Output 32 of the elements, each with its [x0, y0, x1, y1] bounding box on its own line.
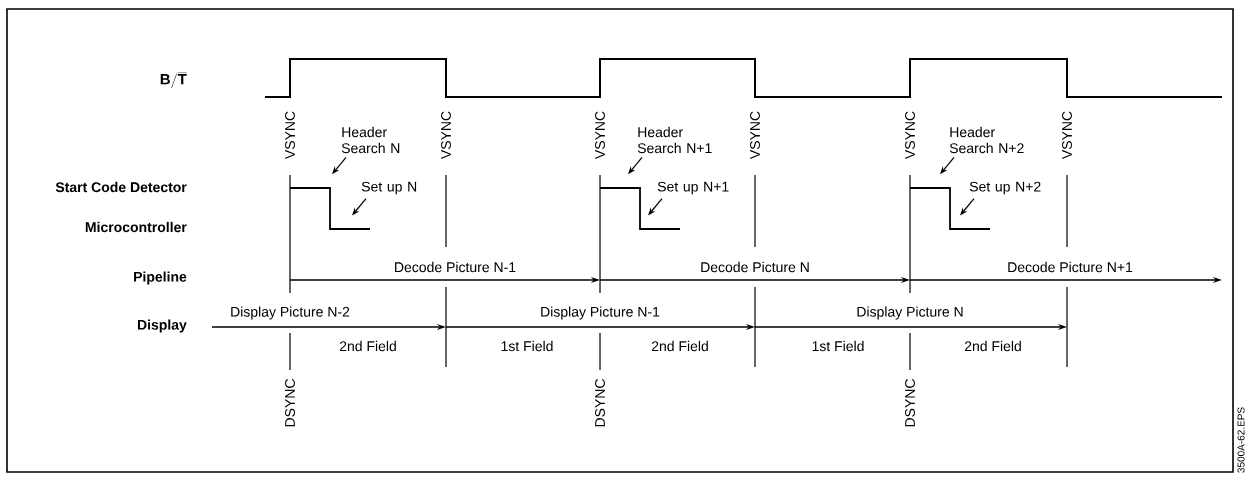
- row-label: Pipeline: [134, 271, 187, 285]
- sync-label: VSYNC: [904, 109, 916, 161]
- sync-label: VSYNC: [749, 109, 761, 161]
- span-label: 1st Field: [812, 340, 864, 352]
- span-label: 2nd Field: [964, 340, 1021, 352]
- sync-label: VSYNC: [594, 109, 606, 161]
- span-label: 1st Field: [501, 340, 553, 352]
- row-label: Microcontroller: [85, 221, 187, 233]
- row-label: Start Code Detector: [55, 181, 187, 193]
- callout-text: Set up N+1: [657, 181, 729, 195]
- callout-text: Header Search N+2: [949, 126, 1024, 154]
- span-label: Display Picture N-1: [541, 306, 660, 320]
- sync-label: DSYNC: [594, 377, 606, 429]
- span-label: Display Picture N: [857, 306, 963, 320]
- sync-label: VSYNC: [284, 109, 296, 161]
- callout-text: Header Search N+1: [637, 126, 712, 154]
- callout-text: Header Search N: [341, 126, 400, 154]
- sync-label: VSYNC: [440, 109, 452, 161]
- row-label: Display: [137, 319, 187, 333]
- span-label: Decode Picture N-1: [395, 261, 516, 273]
- callout-text: Set up N: [361, 181, 417, 195]
- figure-id: 3500A-62.EPS: [1237, 407, 1245, 473]
- span-label: 2nd Field: [651, 340, 708, 352]
- sync-label: DSYNC: [904, 377, 916, 429]
- row-label: $\mathbf{B/\overline{T}}$: [160, 72, 187, 88]
- sync-label: VSYNC: [1061, 109, 1073, 161]
- span-label: 2nd Field: [339, 340, 396, 352]
- sync-label: DSYNC: [284, 377, 296, 429]
- span-label: Display Picture N-2: [231, 306, 350, 320]
- callout-text: Set up N+2: [969, 181, 1041, 195]
- span-label: Decode Picture N+1: [1008, 261, 1133, 273]
- span-label: Decode Picture N: [701, 261, 809, 273]
